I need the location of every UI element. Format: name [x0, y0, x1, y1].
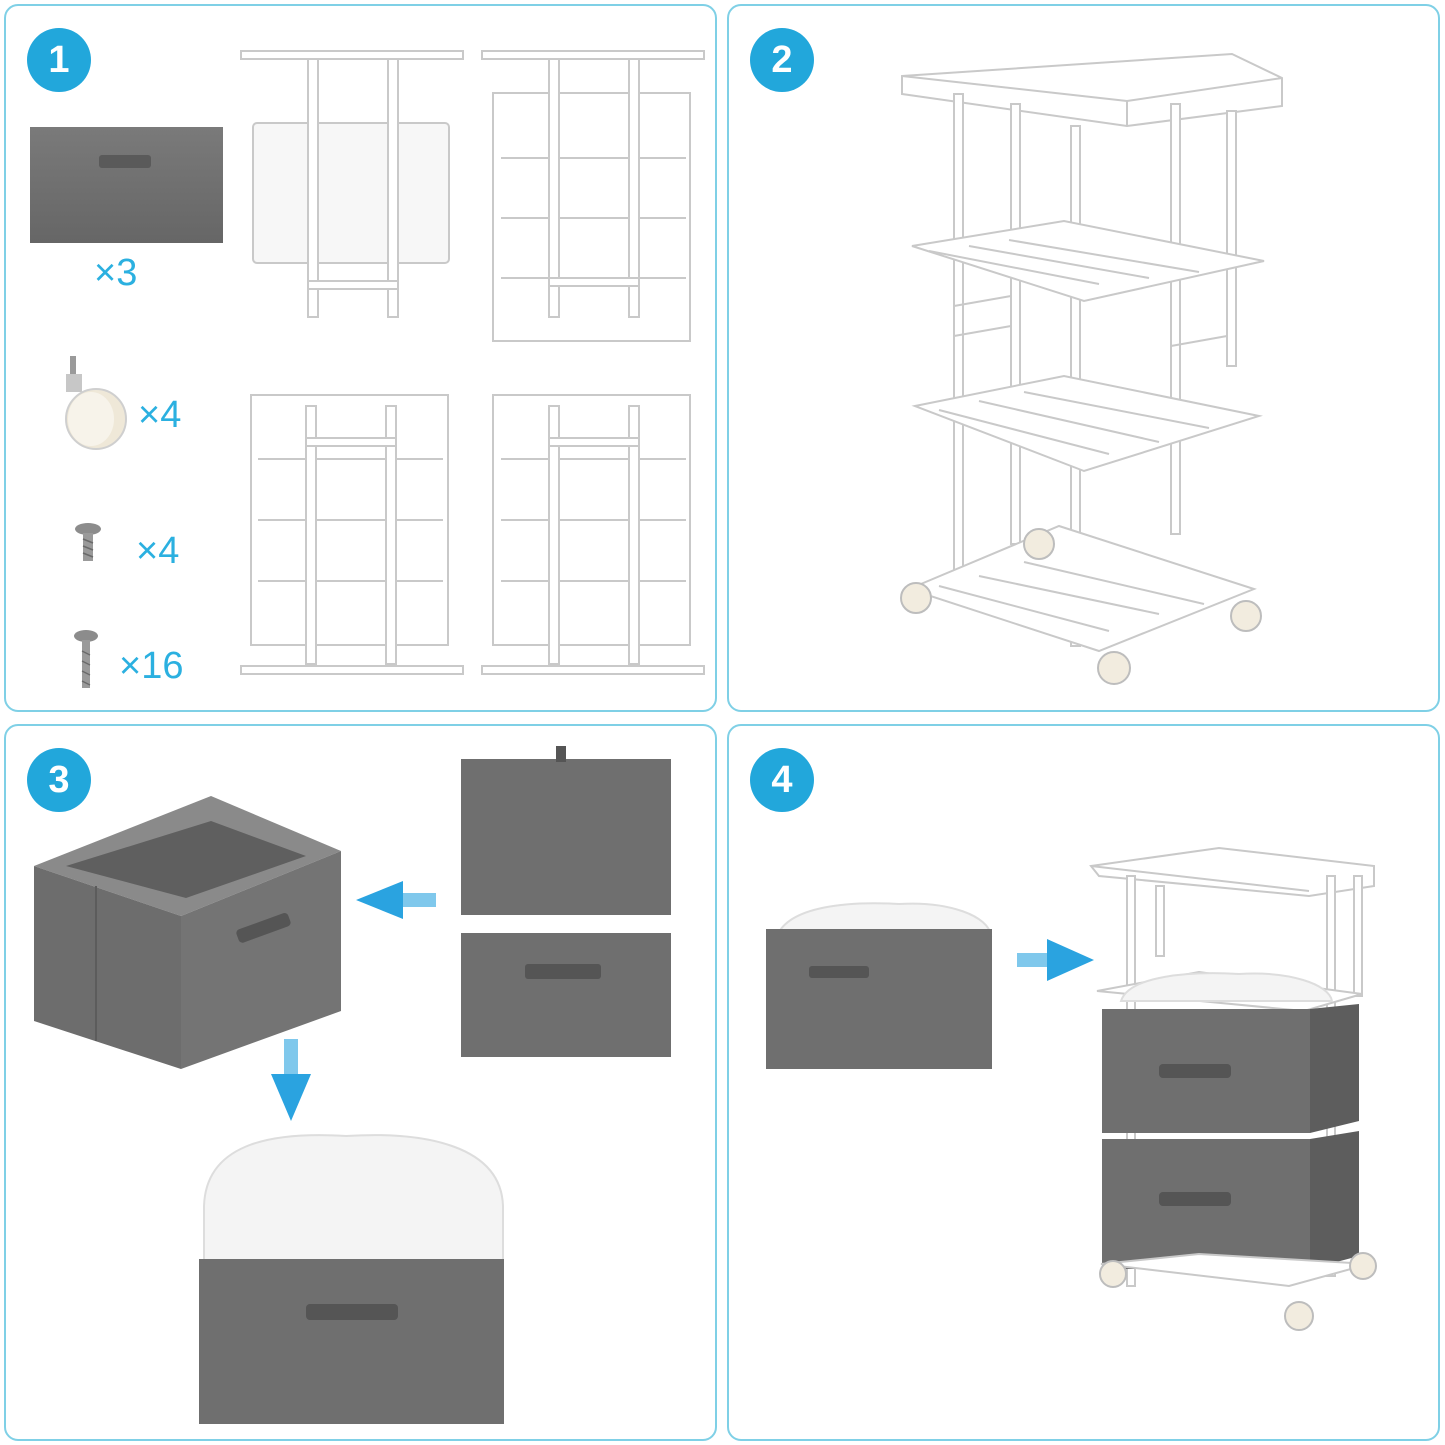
frame-panel-icon — [901, 52, 1283, 653]
frame-panel-icon — [481, 394, 705, 675]
step-3-drawer-panel: 3 — [4, 724, 717, 1441]
drawer-icon — [461, 746, 671, 915]
caster-quantity: ×4 — [138, 394, 182, 436]
step-1-parts-panel: 1 — [4, 4, 717, 712]
drawer-quantity: ×3 — [94, 252, 138, 294]
drawer-icon — [34, 796, 341, 1069]
frame-panel-icon — [481, 50, 705, 342]
frame-panel-icon — [240, 50, 464, 318]
arrow-icon — [356, 881, 436, 919]
step-badge-2: 2 — [750, 28, 814, 92]
drawer-icon — [30, 127, 223, 243]
arrow-icon — [271, 1039, 311, 1121]
caster-wheel-icon — [900, 528, 1262, 685]
caster-wheel-icon — [1099, 1252, 1377, 1331]
parts-illustration — [30, 50, 705, 688]
step-badge-1: 1 — [27, 28, 91, 92]
drawer-icon — [1102, 972, 1359, 1269]
long-screw-quantity: ×16 — [119, 645, 184, 687]
step-badge-3: 3 — [27, 748, 91, 812]
drawer-icon — [199, 1134, 504, 1424]
caster-wheel-icon — [65, 356, 127, 450]
drawer-assembly-illustration — [34, 746, 671, 1424]
short-screw-quantity: ×4 — [136, 530, 180, 572]
step-4-final-panel: 4 — [727, 724, 1440, 1441]
step-badge-4: 4 — [750, 748, 814, 812]
screw-icon — [75, 523, 101, 561]
frame-panel-icon — [240, 394, 464, 675]
drawer-icon — [461, 933, 671, 1057]
step-2-frame-panel: 2 — [727, 4, 1440, 712]
drawer-icon — [766, 902, 993, 1069]
arrow-icon — [1017, 939, 1094, 981]
final-assembly-illustration — [766, 846, 1377, 1331]
assembled-frame-illustration — [900, 52, 1283, 685]
screw-icon — [74, 630, 98, 688]
